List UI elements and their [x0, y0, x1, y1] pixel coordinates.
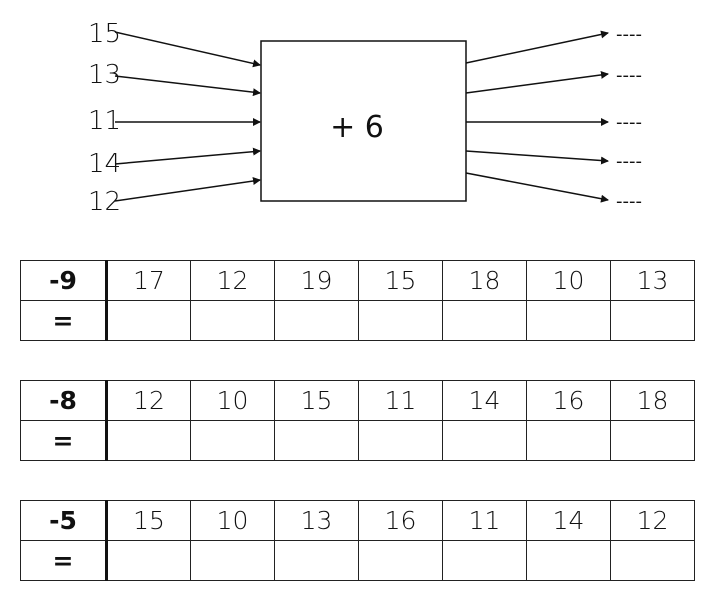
output-blank[interactable]: ---- — [616, 151, 642, 172]
input-number: 13 — [88, 60, 121, 90]
number-cell: 11 — [442, 500, 527, 541]
number-cell: 17 — [106, 260, 191, 301]
operator-cell: -9 — [20, 260, 108, 301]
subtraction-table-1: -9 17 12 19 15 18 10 13 = — [20, 260, 695, 341]
number-cell: 12 — [610, 500, 695, 541]
number-cell: 18 — [610, 380, 695, 421]
answer-cell[interactable] — [610, 420, 695, 461]
answer-cell[interactable] — [610, 540, 695, 581]
output-blank[interactable]: ---- — [616, 65, 642, 86]
number-cell: 15 — [106, 500, 191, 541]
number-cell: 13 — [274, 500, 359, 541]
output-arrow — [465, 150, 609, 165]
number-cell: 14 — [526, 500, 611, 541]
output-arrow — [465, 70, 609, 94]
input-arrow — [114, 75, 261, 97]
number-cell: 10 — [526, 260, 611, 301]
output-arrow — [465, 30, 609, 64]
number-cell: 12 — [190, 260, 275, 301]
answer-cell[interactable] — [358, 540, 443, 581]
operator-cell: -8 — [20, 380, 108, 421]
equals-cell: = — [20, 300, 108, 341]
input-arrow — [114, 31, 261, 68]
answer-cell[interactable] — [526, 300, 611, 341]
answer-cell[interactable] — [610, 300, 695, 341]
number-cell: 15 — [274, 380, 359, 421]
number-cell: 12 — [106, 380, 191, 421]
number-cell: 18 — [442, 260, 527, 301]
answer-cell[interactable] — [190, 300, 275, 341]
table-row-numbers: -9 17 12 19 15 18 10 13 — [20, 260, 695, 301]
answer-cell[interactable] — [442, 540, 527, 581]
operator-cell: -5 — [20, 500, 108, 541]
answer-cell[interactable] — [274, 300, 359, 341]
answer-cell[interactable] — [106, 540, 191, 581]
answer-cell[interactable] — [358, 420, 443, 461]
number-cell: 13 — [610, 260, 695, 301]
number-cell: 11 — [358, 380, 443, 421]
subtraction-table-3: -5 15 10 13 16 11 14 12 = — [20, 500, 695, 581]
subtraction-table-2: -8 12 10 15 11 14 16 18 = — [20, 380, 695, 461]
input-number: 15 — [88, 19, 121, 49]
table-row-answers: = — [20, 300, 695, 341]
number-cell: 15 — [358, 260, 443, 301]
answer-cell[interactable] — [274, 420, 359, 461]
answer-cell[interactable] — [106, 300, 191, 341]
input-number: 11 — [88, 106, 121, 136]
number-cell: 10 — [190, 500, 275, 541]
answer-cell[interactable] — [358, 300, 443, 341]
input-arrow — [114, 177, 261, 202]
answer-cell[interactable] — [526, 420, 611, 461]
answer-cell[interactable] — [106, 420, 191, 461]
table-row-numbers: -5 15 10 13 16 11 14 12 — [20, 500, 695, 541]
number-cell: 19 — [274, 260, 359, 301]
equals-cell: = — [20, 420, 108, 461]
equals-cell: = — [20, 540, 108, 581]
answer-cell[interactable] — [190, 540, 275, 581]
input-number: 12 — [88, 187, 121, 217]
answer-cell[interactable] — [274, 540, 359, 581]
table-row-answers: = — [20, 540, 695, 581]
answer-cell[interactable] — [190, 420, 275, 461]
answer-cell[interactable] — [442, 300, 527, 341]
output-blank[interactable]: ---- — [616, 191, 642, 212]
answer-cell[interactable] — [442, 420, 527, 461]
number-cell: 14 — [442, 380, 527, 421]
number-cell: 10 — [190, 380, 275, 421]
table-row-numbers: -8 12 10 15 11 14 16 18 — [20, 380, 695, 421]
output-blank[interactable]: ---- — [616, 112, 642, 133]
output-arrow — [465, 172, 609, 203]
number-cell: 16 — [526, 380, 611, 421]
table-row-answers: = — [20, 420, 695, 461]
number-cell: 16 — [358, 500, 443, 541]
machine-box — [260, 40, 467, 202]
input-arrow — [114, 147, 261, 165]
function-machine-diagram: 15 13 11 14 12 + 6 ---- ---- ---- ---- -… — [88, 19, 642, 217]
machine-operation: + 6 — [330, 110, 384, 145]
output-blank[interactable]: ---- — [616, 24, 642, 45]
answer-cell[interactable] — [526, 540, 611, 581]
